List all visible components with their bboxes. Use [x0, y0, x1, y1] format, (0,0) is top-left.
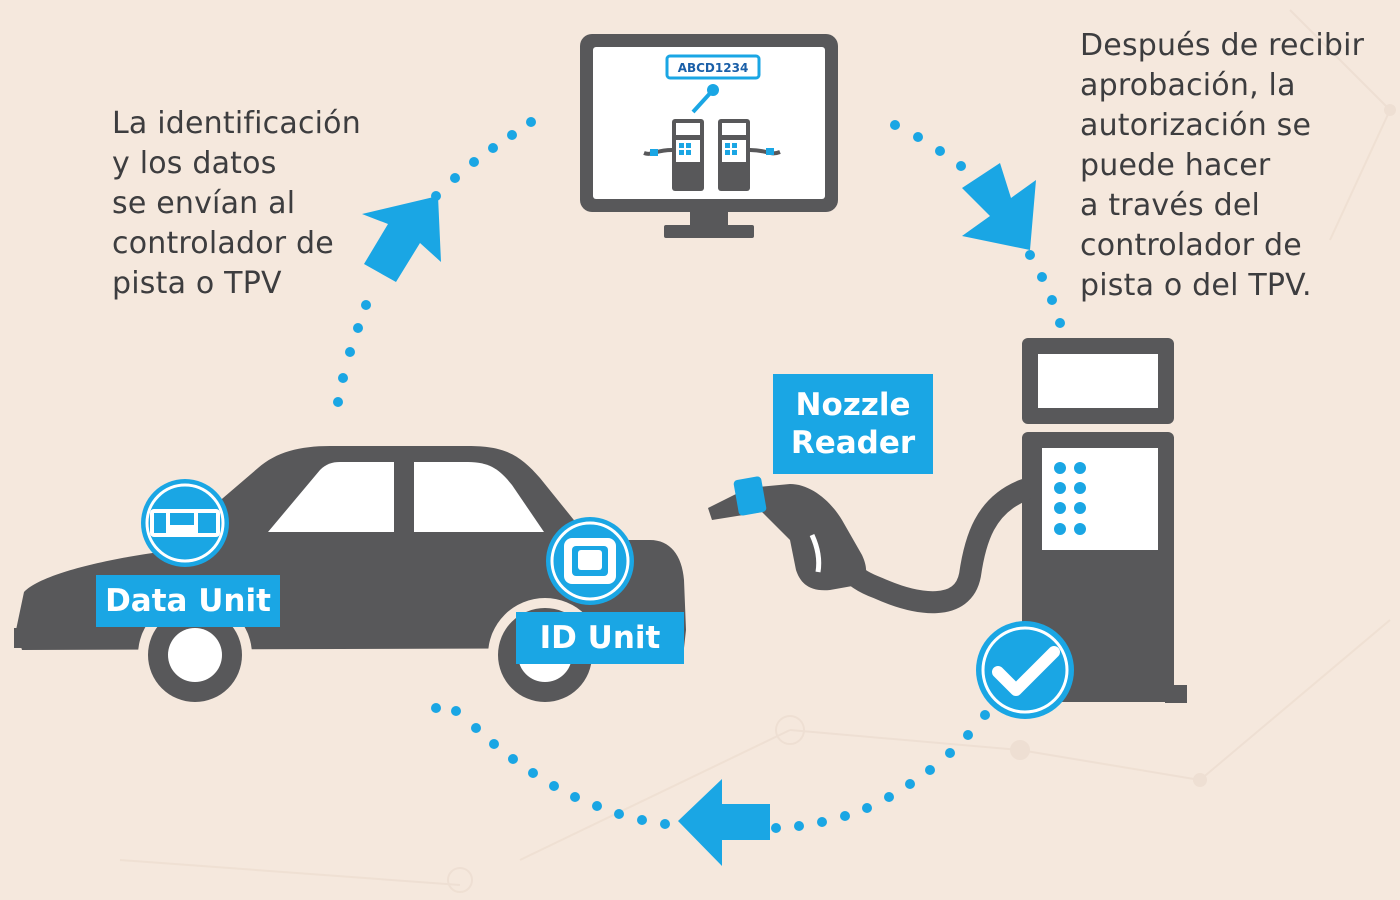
id-unit-icon — [546, 517, 634, 605]
right-line: a través del — [1080, 188, 1261, 223]
right-description: Después de recibir aprobación, la autori… — [1080, 26, 1364, 306]
cycle-dots — [333, 117, 1065, 833]
right-line: pista o del TPV. — [1080, 268, 1312, 303]
right-line: autorización se — [1080, 108, 1312, 143]
data-unit-text: Data Unit — [105, 583, 271, 619]
arrow-icon — [962, 163, 1036, 250]
left-line: controlador de — [112, 226, 334, 261]
nozzle-reader-line1: Nozzle — [795, 387, 911, 423]
monitor-icon: ABCD1234 — [580, 34, 838, 238]
arrow-icon — [362, 196, 441, 282]
nozzle-reader-label: Nozzle Reader — [773, 374, 933, 474]
right-line: Después de recibir — [1080, 28, 1365, 63]
checkmark-icon — [976, 621, 1074, 719]
left-line: y los datos — [112, 146, 277, 181]
plate-text: ABCD1234 — [678, 61, 749, 75]
arrow-icon — [678, 779, 770, 866]
id-unit-label: ID Unit — [516, 612, 684, 664]
data-unit-icon — [141, 479, 229, 567]
right-line: controlador de — [1080, 228, 1302, 263]
background-network — [119, 9, 1396, 893]
id-unit-text: ID Unit — [539, 620, 661, 656]
fuel-pump-icon — [708, 338, 1187, 703]
left-line: La identificación — [112, 106, 361, 141]
right-line: puede hacer — [1080, 148, 1271, 183]
left-line: se envían al — [112, 186, 296, 221]
left-line: pista o TPV — [112, 266, 282, 301]
left-description: La identificación y los datos se envían … — [112, 104, 361, 304]
nozzle-reader-line2: Reader — [790, 425, 916, 461]
right-line: aprobación, la — [1080, 68, 1296, 103]
data-unit-label: Data Unit — [96, 575, 280, 627]
